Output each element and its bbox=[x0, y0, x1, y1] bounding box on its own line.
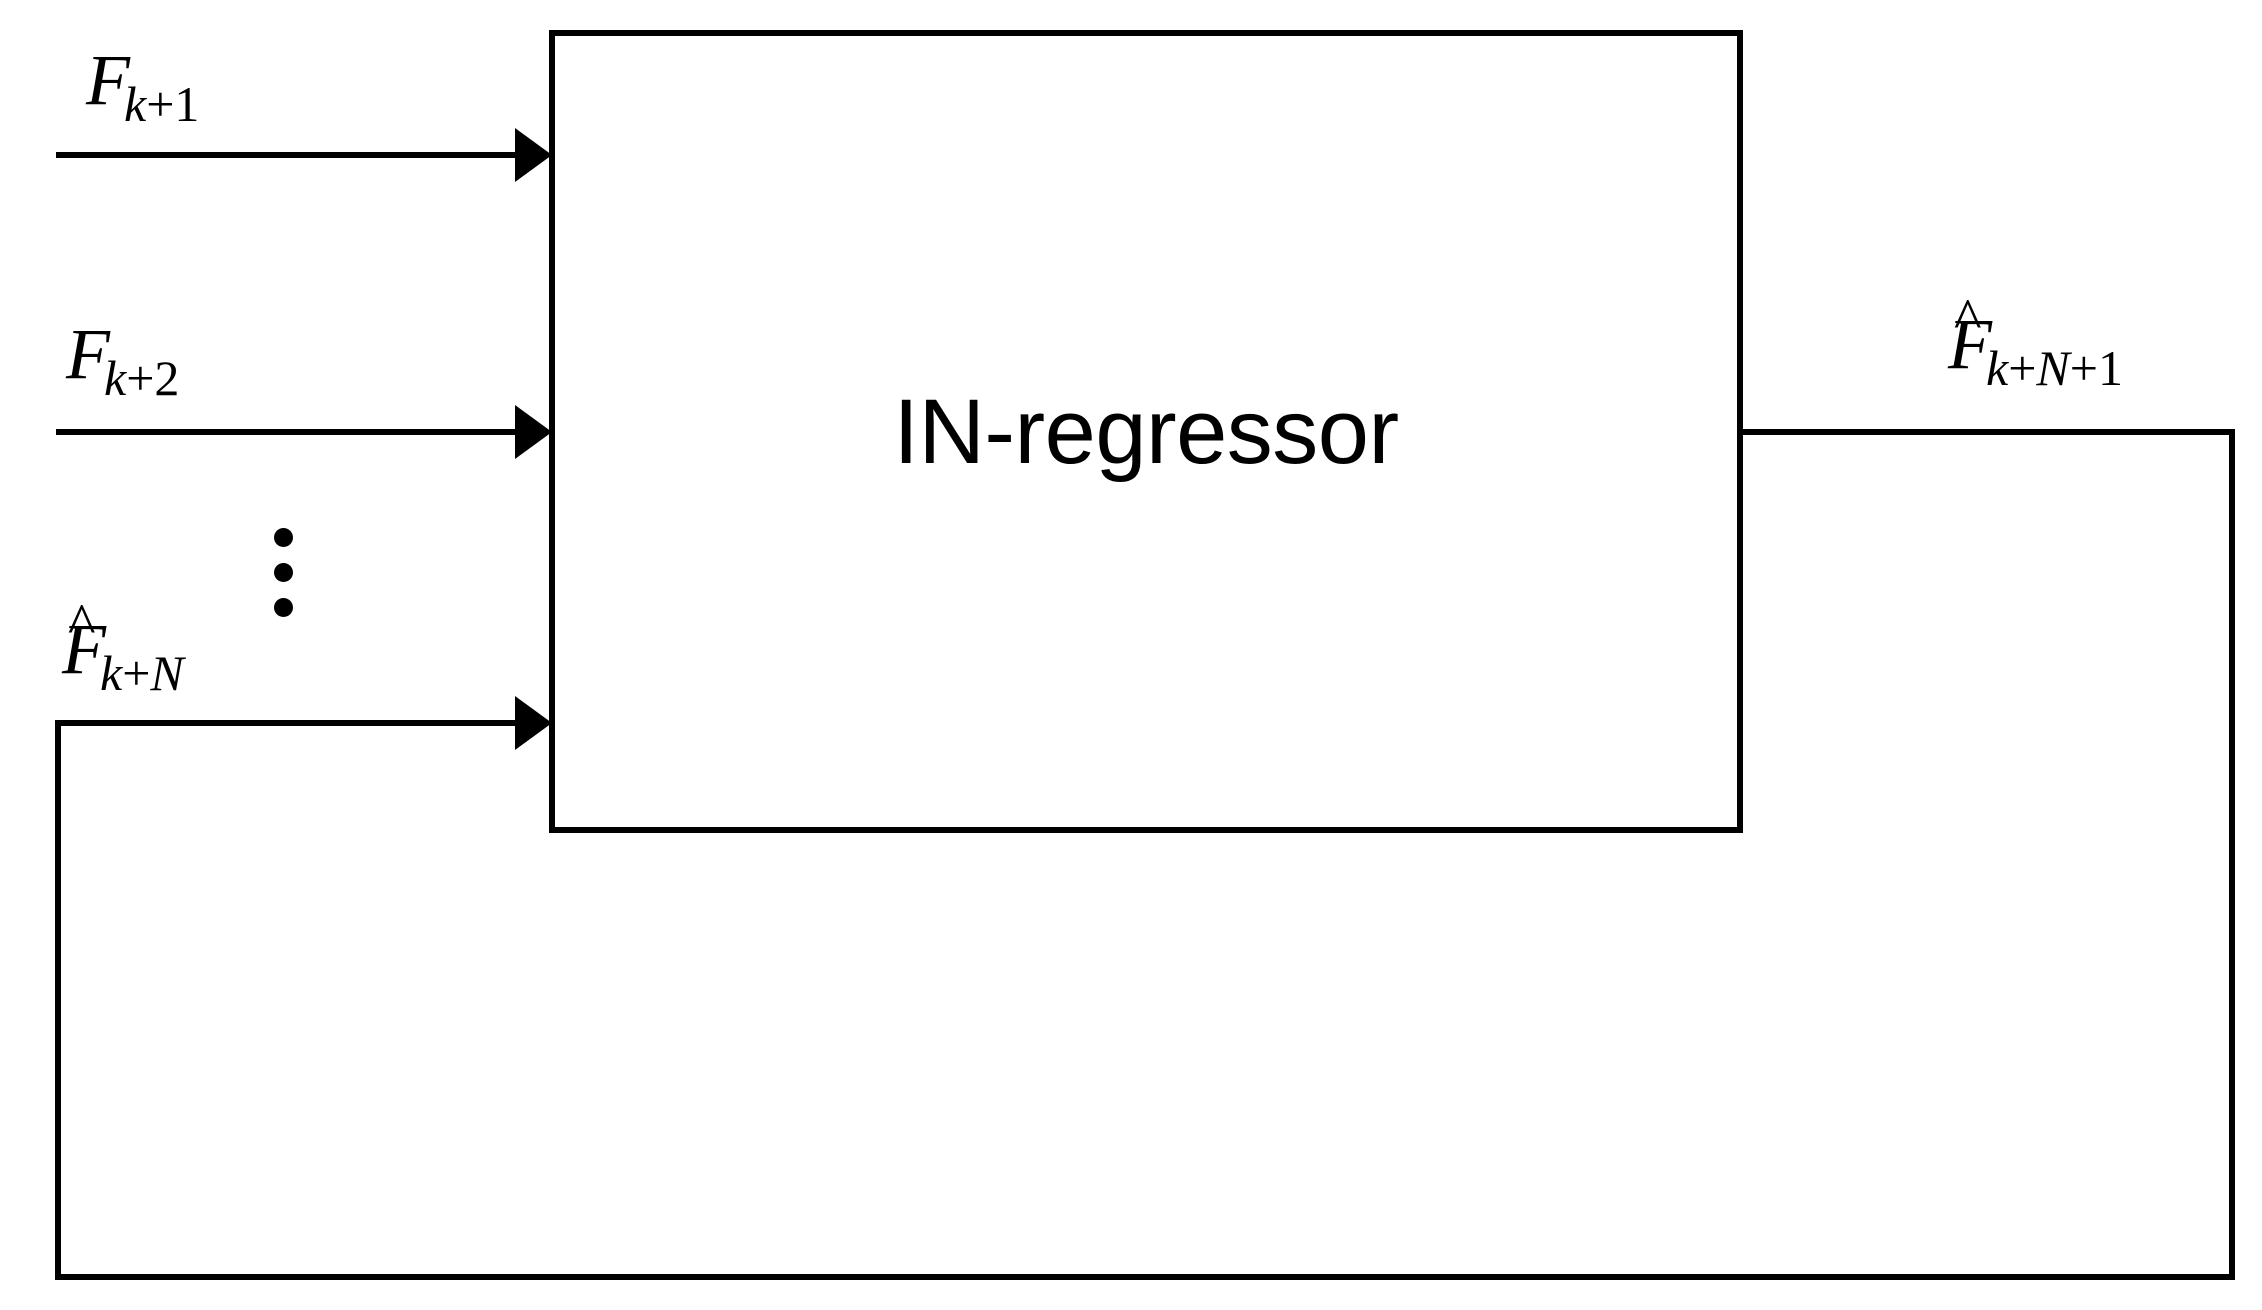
sub-index: 1 bbox=[174, 76, 200, 132]
ellipsis-dot bbox=[274, 528, 293, 547]
base-glyph: F bbox=[1948, 304, 1992, 384]
input-label-1: Fk+1 bbox=[86, 40, 205, 129]
input-label-3: ^Fk+N bbox=[62, 595, 190, 698]
input-label-2-base: F bbox=[66, 314, 110, 394]
input-arrowhead-2 bbox=[515, 405, 552, 459]
input-label-2-subscript: k+2 bbox=[104, 350, 179, 406]
sub-op: + bbox=[122, 645, 151, 701]
ellipsis-dot bbox=[274, 563, 293, 582]
sub-index: N bbox=[150, 645, 184, 701]
hat-accent-icon: ^ bbox=[67, 591, 96, 658]
input-arrowhead-1 bbox=[515, 128, 552, 182]
in-regressor-label: IN-regressor bbox=[893, 380, 1399, 483]
in-regressor-block bbox=[549, 30, 1743, 833]
output-label: ^Fk+N+1 bbox=[1948, 290, 2129, 393]
sub-var: k bbox=[103, 350, 127, 406]
input-label-2: Fk+2 bbox=[66, 314, 185, 403]
sub-index: 2 bbox=[154, 350, 180, 406]
sub-op: + bbox=[146, 76, 175, 132]
sub-var: k bbox=[1985, 340, 2009, 396]
input-label-1-subscript: k+1 bbox=[124, 76, 199, 132]
input-arrowhead-3 bbox=[515, 696, 552, 750]
input-label-1-base: F bbox=[86, 40, 130, 120]
sub-op-2: + bbox=[2069, 340, 2098, 396]
sub-var: k bbox=[99, 645, 123, 701]
sub-index: N bbox=[2036, 340, 2070, 396]
output-label-subscript: k+N+1 bbox=[1986, 340, 2123, 396]
sub-index-2: 1 bbox=[2097, 340, 2123, 396]
ellipsis-dot bbox=[274, 598, 293, 617]
hat-accent-icon: ^ bbox=[1953, 286, 1982, 353]
sub-op: + bbox=[126, 350, 155, 406]
input-label-3-base: ^F bbox=[62, 595, 106, 685]
sub-var: k bbox=[123, 76, 147, 132]
input-label-3-subscript: k+N bbox=[100, 645, 184, 701]
base-glyph: F bbox=[62, 609, 106, 689]
vertical-ellipsis-icon bbox=[274, 528, 294, 626]
output-label-base: ^F bbox=[1948, 290, 1992, 380]
sub-op: + bbox=[2008, 340, 2037, 396]
